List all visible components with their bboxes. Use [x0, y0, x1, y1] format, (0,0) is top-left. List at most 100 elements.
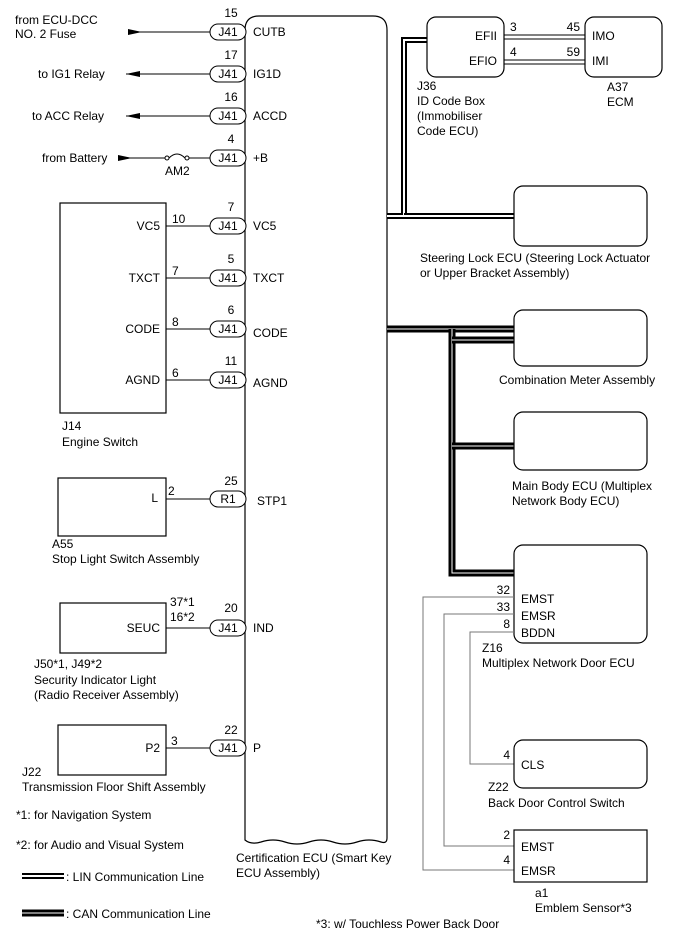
- ecu-connector-code: J41: [218, 67, 238, 81]
- connector-badge: [209, 269, 247, 287]
- door-ecu-box: [513, 544, 648, 644]
- ecu-pin-num: 11: [225, 354, 238, 368]
- ecm-code: A37: [607, 80, 629, 94]
- connector-badge: [209, 23, 247, 41]
- id-code-box-name-1: ID Code Box: [417, 94, 485, 108]
- certification-ecu-box: [244, 15, 388, 845]
- ecu-pin-num: 15: [224, 6, 238, 20]
- steering-lock-name-1: Steering Lock ECU (Steering Lock Actuato…: [420, 251, 650, 265]
- ecu-pin-name: AGND: [253, 376, 288, 390]
- connector-badge: [209, 107, 247, 125]
- emblem-pin-num: 4: [503, 853, 510, 867]
- connector-badge: [209, 619, 247, 637]
- note-2: *2: for Audio and Visual System: [16, 838, 184, 852]
- transmission-name: Transmission Floor Shift Assembly: [22, 780, 206, 794]
- ecu-connector-code: J41: [218, 741, 238, 755]
- ecu-pin-name: P: [253, 741, 261, 755]
- transmission-shift-box: [57, 724, 167, 776]
- steering-lock-name-2: or Upper Bracket Assembly): [420, 266, 569, 280]
- certification-ecu-label-2: ECU Assembly): [236, 866, 320, 880]
- security-name-2: (Radio Receiver Assembly): [34, 688, 179, 702]
- fuse-label: AM2: [165, 164, 190, 178]
- ecu-connector-code: R1: [220, 492, 236, 506]
- ecu-connector-code: J41: [218, 322, 238, 336]
- stop-light-code: A55: [52, 537, 74, 551]
- stop-light-switch-box: [57, 477, 167, 537]
- ecu-pin-name: STP1: [257, 494, 287, 508]
- ecu-pin-name: IG1D: [253, 67, 281, 81]
- combination-meter-name: Combination Meter Assembly: [499, 373, 655, 387]
- ecu-pin-num: 4: [228, 132, 235, 146]
- connector-badge: [209, 320, 247, 338]
- back-door-pin-label: CLS: [521, 758, 544, 772]
- id-code-box: [426, 16, 505, 78]
- ecu-pin-num: 7: [228, 200, 235, 214]
- back-door-switch-box: [513, 739, 648, 789]
- engine-switch-name: Engine Switch: [62, 435, 138, 449]
- security-pin-num-1: 37*1: [170, 595, 195, 609]
- engine-pin-label: VC5: [137, 219, 161, 233]
- ecu-pin-num: 25: [224, 474, 238, 488]
- main-body-name-1: Main Body ECU (Multiplex: [512, 479, 652, 493]
- engine-pin-label: CODE: [125, 322, 160, 336]
- door-ecu-pin-label: BDDN: [521, 626, 555, 640]
- ig1-relay-label: to IG1 Relay: [38, 67, 105, 81]
- transmission-pin-num: 3: [171, 734, 178, 748]
- door-ecu-pin-num: 33: [497, 600, 511, 614]
- emblem-pin-label: EMST: [521, 840, 555, 854]
- ecu-pin-name: ACCD: [253, 109, 287, 123]
- security-pin-num-2: 16*2: [170, 610, 195, 624]
- ecu-connector-code: J41: [218, 109, 238, 123]
- emblem-name: Emblem Sensor*3: [535, 901, 632, 915]
- id-code-pin-label: EFIO: [469, 54, 497, 68]
- security-pin-label: SEUC: [127, 621, 161, 635]
- security-indicator-box: [59, 602, 167, 654]
- id-code-box-name-2: (Immobiliser: [417, 109, 482, 123]
- door-ecu-name: Multiplex Network Door ECU: [482, 656, 635, 670]
- ecu-pin-name: IND: [253, 621, 274, 635]
- engine-pin-num: 6: [172, 366, 179, 380]
- arrow-out-icon: [126, 71, 140, 77]
- emblem-pin-label: EMSR: [521, 864, 556, 878]
- engine-pin-label: TXCT: [129, 271, 161, 285]
- ecu-pin-name: +B: [253, 151, 268, 165]
- stop-light-pin-num: 2: [168, 484, 175, 498]
- ecu-pin-num: 6: [228, 303, 235, 317]
- ecu-connector-code: J41: [218, 271, 238, 285]
- acc-relay-label: to ACC Relay: [32, 109, 104, 123]
- connector-badge: [209, 149, 247, 167]
- arrow-out-icon: [126, 113, 140, 119]
- ecu-pin-num: 5: [228, 252, 235, 266]
- ecm-pin-label: IMI: [592, 54, 609, 68]
- connector-badge: [209, 739, 247, 757]
- certification-ecu-label-1: Certification ECU (Smart Key: [236, 851, 391, 865]
- transmission-code: J22: [22, 765, 42, 779]
- connector-badge: [209, 65, 247, 83]
- id-code-box-name-3: Code ECU): [417, 124, 478, 138]
- stop-light-pin-label: L: [151, 491, 158, 505]
- arrow-in-icon: [128, 29, 142, 35]
- emblem-sensor-box: [513, 829, 648, 883]
- ecu-connector-code: J41: [218, 621, 238, 635]
- ecm-pin-label: IMO: [592, 29, 615, 43]
- ecm-box: [584, 16, 663, 78]
- ecu-pin-num: 22: [224, 723, 238, 737]
- ecu-pin-num: 16: [224, 90, 238, 104]
- engine-pin-label: AGND: [125, 373, 160, 387]
- id-code-box-code: J36: [417, 79, 437, 93]
- ecu-pin-num: 20: [224, 601, 238, 615]
- steering-lock-ecu-box: [513, 185, 648, 247]
- ecu-dcc-label-2: NO. 2 Fuse: [15, 27, 77, 41]
- note-1: *1: for Navigation System: [16, 808, 151, 822]
- ecu-pin-num: 17: [224, 48, 238, 62]
- door-ecu-pin-label: EMST: [521, 592, 555, 606]
- door-ecu-pin-num: 8: [503, 617, 510, 631]
- engine-switch-code: J14: [62, 419, 82, 433]
- connector-badge: [209, 217, 247, 235]
- main-body-ecu-box: [513, 411, 648, 471]
- ecu-connector-code: J41: [218, 25, 238, 39]
- emblem-pin-num: 2: [503, 828, 510, 842]
- connector-badge: [209, 371, 247, 389]
- ecu-pin-name: CODE: [253, 326, 288, 340]
- id-code-pin-num: 3: [510, 20, 517, 34]
